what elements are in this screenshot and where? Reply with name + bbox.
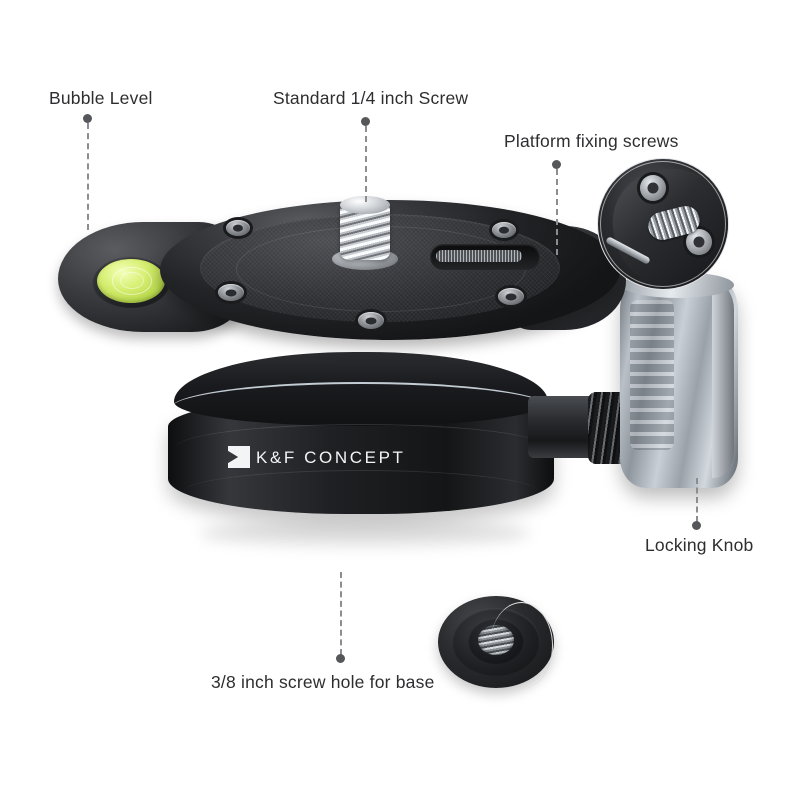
platform-slot	[430, 244, 540, 270]
brand-text: K&F CONCEPT	[256, 448, 406, 467]
callout-dot-bubble-level	[83, 114, 92, 123]
knob-edge	[712, 282, 734, 478]
base-disc-highlight-arc	[490, 602, 553, 689]
callout-label-quarter-inch-screw: Standard 1/4 inch Screw	[273, 88, 469, 108]
platform-screws-inset-detail	[597, 158, 729, 290]
callout-leader-locking-knob	[696, 478, 698, 522]
body-groove-upper	[176, 424, 546, 471]
callout-leader-base-screw-hole	[340, 572, 342, 655]
callout-leader-bubble-level	[87, 123, 89, 230]
base-disc-detail	[438, 596, 554, 692]
platform-fixing-screw	[498, 288, 524, 305]
bubble-level-ring-inner	[120, 272, 144, 289]
leveling-base-body: K&F CONCEPT	[168, 352, 556, 532]
callout-label-base-screw-hole: 3/8 inch screw hole for base	[211, 672, 435, 692]
kf-logo-mark-icon	[228, 446, 250, 468]
callout-label-locking-knob: Locking Knob	[645, 535, 754, 555]
platform-fixing-screw	[358, 312, 384, 329]
callout-dot-locking-knob	[692, 521, 701, 530]
callout-label-platform-screws: Platform fixing screws	[504, 131, 679, 151]
top-platform	[40, 196, 626, 376]
callout-dot-base-screw-hole	[336, 654, 345, 663]
inset-border-arc	[600, 161, 726, 287]
callout-leader-quarter-inch-screw	[365, 126, 367, 202]
callout-dot-quarter-inch-screw	[361, 117, 370, 126]
body-highlight-ring	[170, 382, 552, 436]
callout-leader-platform-screws	[556, 169, 558, 255]
callout-dot-platform-screws	[552, 160, 561, 169]
platform-fixing-screw	[492, 222, 516, 238]
platform-fixing-screw	[226, 220, 250, 236]
platform-fixing-screw	[218, 284, 244, 301]
body-groove-lower	[182, 470, 540, 515]
quarter-inch-screw-top	[340, 196, 390, 214]
knob-grip-ridges	[630, 300, 674, 450]
product-shadow	[200, 520, 530, 546]
bubble-level-ring-outer	[112, 267, 152, 295]
callout-label-bubble-level: Bubble Level	[49, 88, 153, 108]
